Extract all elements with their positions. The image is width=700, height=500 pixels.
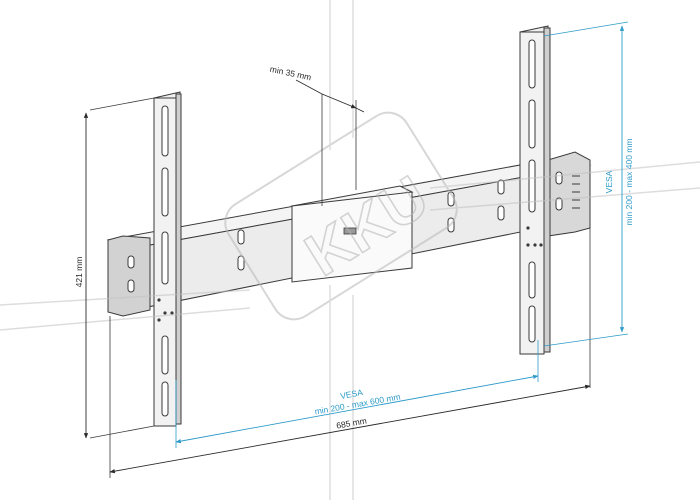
plate-slot <box>127 255 135 269</box>
plate-slot <box>497 179 505 195</box>
plate-slot <box>237 255 245 271</box>
lock-slot <box>343 227 357 235</box>
plate-right-endcap <box>547 151 591 237</box>
depth-dimension: min 35 mm <box>269 64 365 206</box>
vesa-v-range: min 200 - max 400 mm <box>624 139 634 226</box>
vesa-horizontal-dimension: VESA min 200 - max 600 mm <box>175 340 539 448</box>
plate-slot <box>555 197 563 211</box>
right-vertical-arm <box>519 25 551 355</box>
depth-label: min 35 mm <box>269 64 312 83</box>
vesa-v-title: VESA <box>604 170 614 193</box>
plate-slot <box>497 205 505 221</box>
plate-slot <box>127 279 135 293</box>
vesa-vertical-dimension: VESA min 200 - max 400 mm <box>543 21 634 347</box>
plate-slot <box>237 229 245 245</box>
height-label: 421 mm <box>74 257 84 288</box>
left-vertical-arm <box>153 91 182 427</box>
plate-slot <box>555 171 563 185</box>
plate-left-endcap <box>107 235 151 317</box>
center-lock-box <box>291 191 413 283</box>
vesa-h-title: VESA <box>339 387 363 401</box>
